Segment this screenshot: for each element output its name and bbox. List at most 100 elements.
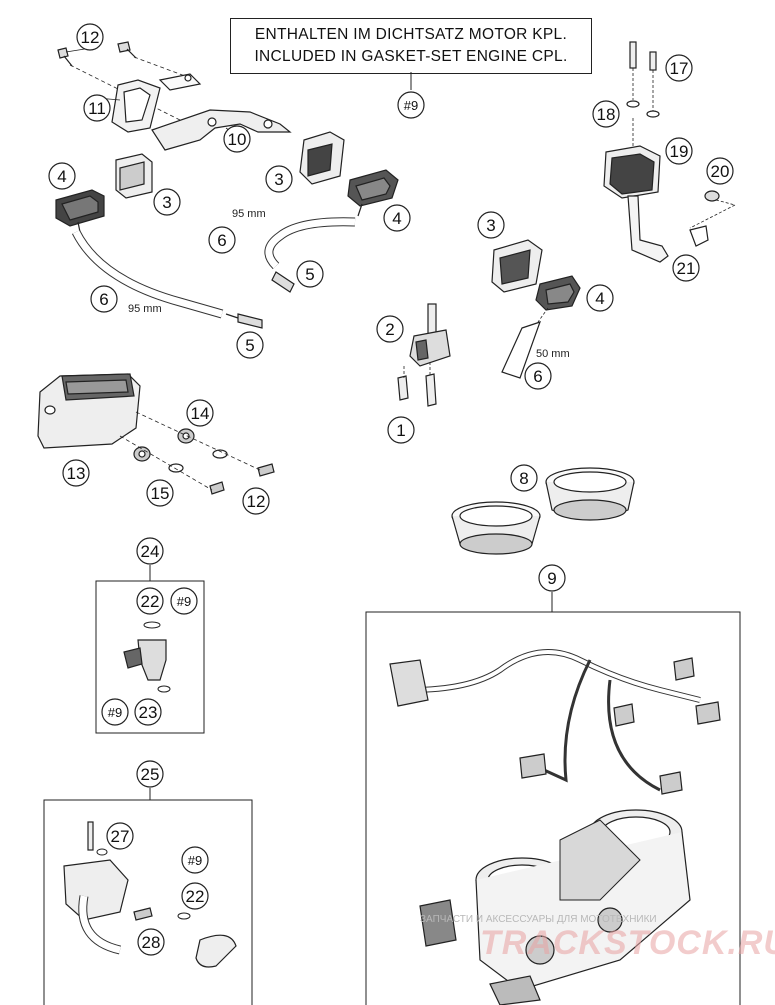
callout-number: 10 [228, 130, 247, 149]
callout-c14: 14 [186, 399, 214, 427]
callout-number: 18 [597, 105, 616, 124]
callout-circle [137, 928, 165, 956]
callout-circle [48, 162, 76, 190]
callout-c9refc: #9 [101, 698, 129, 726]
callout-c18: 18 [592, 100, 620, 128]
callout-number: 4 [57, 167, 66, 186]
callout-number: #9 [404, 98, 418, 113]
callout-number: 3 [162, 193, 171, 212]
callout-number: 20 [711, 162, 730, 181]
callout-c27: 27 [106, 822, 134, 850]
callout-c4a: 4 [48, 162, 76, 190]
callout-number: 2 [385, 320, 394, 339]
hose-length-label: 95 mm [128, 303, 162, 315]
callout-c22b: 22 [181, 882, 209, 910]
callout-c6a: 6 [208, 226, 236, 254]
callout-number: 23 [139, 703, 158, 722]
callout-c9refd: #9 [181, 846, 209, 874]
callout-c15: 15 [146, 479, 174, 507]
callout-c9ref: #9 [397, 91, 425, 119]
callout-c12a: 12 [76, 23, 104, 51]
callout-number: 5 [305, 265, 314, 284]
callout-c24: 24 [136, 537, 164, 565]
callout-circle [296, 260, 324, 288]
callout-number: 8 [519, 469, 528, 488]
callout-number: 5 [245, 336, 254, 355]
callout-c12b: 12 [242, 487, 270, 515]
callout-number: 11 [88, 99, 106, 118]
callout-c20: 20 [706, 157, 734, 185]
callout-circle [181, 846, 209, 874]
callout-circle [510, 464, 538, 492]
callout-circle [665, 137, 693, 165]
callout-c1: 1 [387, 416, 415, 444]
callout-number: 3 [274, 170, 283, 189]
callout-circle [236, 331, 264, 359]
callout-number: 3 [486, 216, 495, 235]
callout-c25: 25 [136, 760, 164, 788]
callout-number: #9 [108, 705, 122, 720]
throttle-sensor-drawing [397, 303, 451, 407]
callout-number: 14 [191, 404, 210, 423]
callout-c21: 21 [672, 254, 700, 282]
callout-c4b: 4 [383, 204, 411, 232]
callout-c2: 2 [376, 315, 404, 343]
callout-circle [76, 23, 104, 51]
callout-circle [376, 315, 404, 343]
callout-circle [181, 882, 209, 910]
callout-c23: 23 [134, 698, 162, 726]
callout-number: 17 [670, 59, 689, 78]
callout-c9refb: #9 [170, 587, 198, 615]
callout-number: 4 [595, 289, 604, 308]
callout-circle [83, 94, 111, 122]
mounting-unit-drawing [603, 41, 736, 263]
note-line-german: ENTHALTEN IM DICHTSATZ MOTOR KPL. [254, 26, 568, 43]
callout-c9: 9 [538, 564, 566, 592]
callout-circle [397, 91, 425, 119]
callout-number: #9 [177, 594, 191, 609]
callout-c17: 17 [665, 54, 693, 82]
callout-circle [90, 285, 118, 313]
callout-circle [223, 125, 251, 153]
callout-c6c: 6 [524, 362, 552, 390]
callout-number: 6 [217, 231, 226, 250]
callout-circle [665, 54, 693, 82]
callout-c10: 10 [223, 125, 251, 153]
hose-length-label: 50 mm [536, 348, 570, 360]
callout-circle [106, 822, 134, 850]
callout-c5a: 5 [296, 260, 324, 288]
callout-circle [383, 204, 411, 232]
callout-number: 12 [247, 492, 266, 511]
gasket-set-note: ENTHALTEN IM DICHTSATZ MOTOR KPL. INCLUD… [230, 18, 592, 74]
callout-circle [136, 537, 164, 565]
callout-circle [208, 226, 236, 254]
callout-c3b: 3 [265, 165, 293, 193]
callout-circle [538, 564, 566, 592]
callout-circle [672, 254, 700, 282]
watermark-logo: TRACKSTOCK.RU [480, 924, 775, 962]
callout-circle [524, 362, 552, 390]
callout-circle [153, 188, 181, 216]
callout-number: 9 [547, 569, 556, 588]
bracket-assembly-drawing [57, 41, 292, 151]
ecu-assembly-drawing [37, 373, 275, 495]
callout-c19: 19 [665, 137, 693, 165]
callout-number: 25 [141, 765, 160, 784]
watermark-text: ЗАПЧАСТИ И АКСЕССУАРЫ ДЛЯ МОТОТЕХНИКИ [420, 914, 657, 925]
callout-circle [586, 284, 614, 312]
callout-circle [170, 587, 198, 615]
callout-c11: 11 [83, 94, 111, 122]
intake-rubber-rings [451, 467, 635, 555]
callout-circle [265, 165, 293, 193]
callout-number: #9 [188, 853, 202, 868]
callout-c22a: 22 [136, 587, 164, 615]
callout-number: 28 [142, 933, 161, 952]
callout-c8: 8 [510, 464, 538, 492]
callout-circle [101, 698, 129, 726]
callout-number: 6 [99, 290, 108, 309]
callout-number: 19 [670, 142, 689, 161]
callout-circle [706, 157, 734, 185]
callout-circle [136, 587, 164, 615]
